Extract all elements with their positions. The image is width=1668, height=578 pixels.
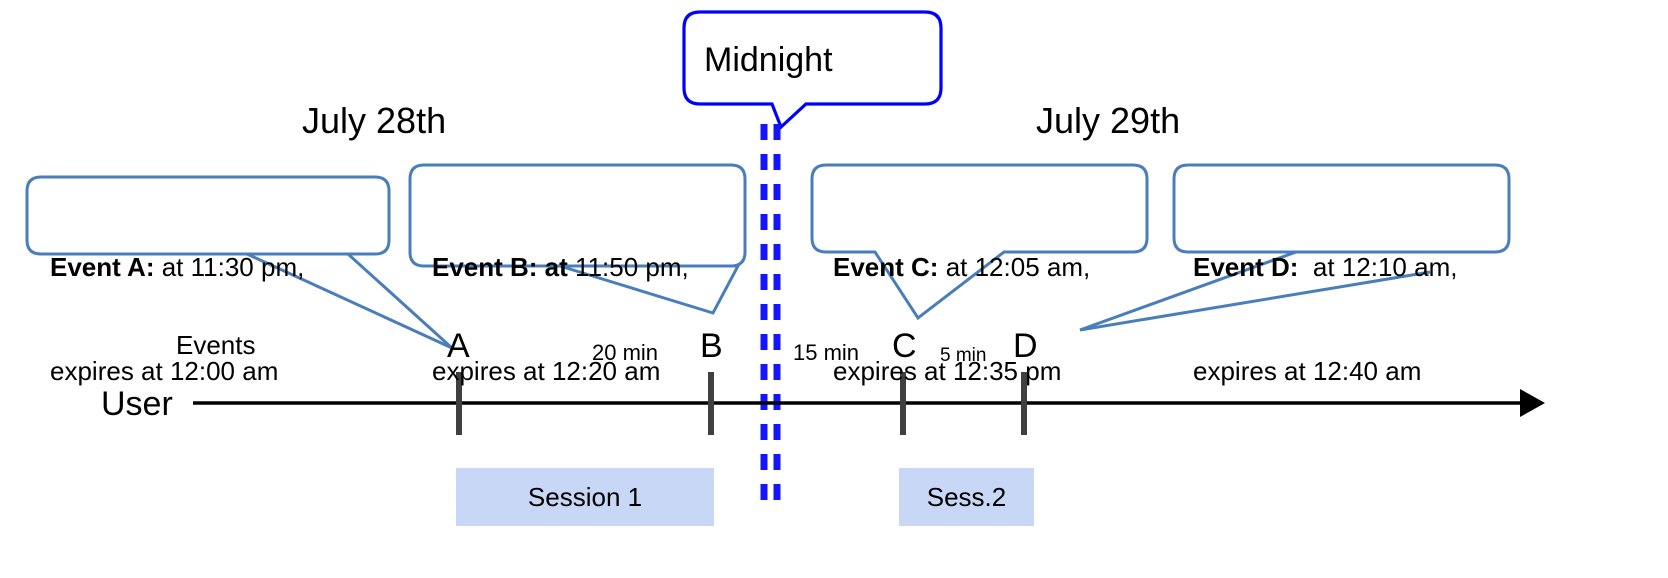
date-label-july-28: July 28th <box>302 100 447 141</box>
gap-label-b-c: 15 min <box>793 340 860 365</box>
event-c-line1-rest: at 12:05 am, <box>938 251 1091 282</box>
event-d-line1-rest: at 12:10 am, <box>1298 251 1458 282</box>
event-d-bold: Event D: <box>1193 251 1299 282</box>
marker-label-d: D <box>1013 327 1038 365</box>
event-b-line1-rest: 11:50 pm, <box>567 251 689 282</box>
event-a-line1-rest: at 11:30 pm, <box>154 251 305 282</box>
marker-label-a: A <box>447 327 470 365</box>
event-b-bold: Event B: at <box>432 251 568 282</box>
event-c-bold: Event C: <box>833 251 939 282</box>
date-label-july-29: July 29th <box>1036 100 1181 141</box>
event-a-callout-text: Event A: at 11:30 pm, expires at 12:00 a… <box>50 180 304 459</box>
session-2-label: Sess.2 <box>926 481 1007 512</box>
session-bar-1: Session 1 <box>456 468 714 526</box>
session-bar-2: Sess.2 <box>899 468 1034 526</box>
marker-label-b: B <box>700 327 723 365</box>
event-a-line2: expires at 12:00 am <box>50 356 279 387</box>
event-c-line2: expires at 12:35 pm <box>833 356 1062 387</box>
session-1-label: Session 1 <box>527 481 643 512</box>
event-a-bold: Event A: <box>50 251 155 282</box>
event-b-line2: expires at 12:20 am <box>432 356 661 387</box>
event-b-callout-text: Event B: at 11:50 pm, expires at 12:20 a… <box>432 180 689 459</box>
midnight-dashed-lines <box>760 124 781 505</box>
event-d-callout-text: Event D: at 12:10 am, expires at 12:40 a… <box>1193 180 1457 459</box>
gap-label-c-d: 5 min <box>940 345 987 366</box>
gap-label-a-b: 20 min <box>592 340 659 365</box>
midnight-label: Midnight <box>704 41 833 79</box>
user-axis-label: User <box>101 385 173 423</box>
events-row-label: Events <box>176 330 256 360</box>
event-d-line2: expires at 12:40 am <box>1193 356 1422 387</box>
event-c-callout-text: Event C: at 12:05 am, expires at 12:35 p… <box>833 180 1090 459</box>
marker-label-c: C <box>892 327 917 365</box>
